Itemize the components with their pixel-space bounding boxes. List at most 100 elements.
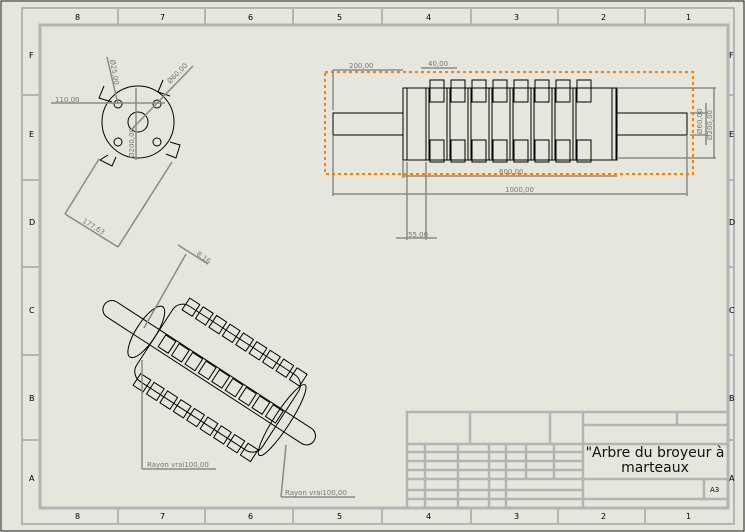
rotor-disc (467, 87, 472, 161)
hammer (534, 139, 550, 163)
hammer (235, 332, 255, 352)
hammer (450, 139, 466, 163)
hammer (170, 342, 190, 363)
hammer (221, 323, 241, 344)
hammer (450, 79, 466, 103)
dim-d-rotor: Ø200,00 (706, 110, 714, 140)
col-label: 7 (160, 512, 165, 521)
row-labels-left: F E D C B A (29, 51, 35, 483)
hammer (429, 139, 445, 163)
row-label: B (29, 394, 35, 403)
col-label: 1 (686, 512, 691, 521)
hammer (184, 351, 204, 372)
dim-radius-2: Rayon vrai100,00 (285, 489, 347, 497)
hammer (132, 372, 152, 393)
rotor-disc (611, 87, 617, 161)
hammer (275, 358, 295, 379)
row-label: D (29, 218, 35, 227)
col-label: 8 (75, 512, 80, 521)
rotor-disc (425, 87, 430, 161)
hammer (181, 297, 201, 318)
rotor-disc (530, 87, 535, 161)
hammer (471, 79, 487, 103)
hammer (157, 334, 177, 354)
rotor-disc (551, 87, 556, 161)
hammer (251, 395, 271, 415)
col-label: 2 (601, 13, 606, 22)
hammer (248, 340, 268, 361)
hammer (145, 381, 165, 402)
dim-radius-1: Rayon vrai100,00 (147, 461, 209, 469)
col-label: 6 (248, 13, 253, 22)
dim-width: 110,00 (55, 96, 80, 104)
hammer (261, 349, 281, 370)
row-label: E (729, 130, 734, 139)
hammer (212, 425, 232, 445)
drawing-title-line2: marteaux (621, 460, 689, 476)
hammer (513, 79, 529, 103)
hammer (534, 79, 550, 103)
hammer (513, 139, 529, 163)
hammer (576, 139, 592, 163)
hammer (199, 416, 219, 437)
row-label: C (29, 306, 35, 315)
col-label: 3 (514, 13, 519, 22)
rotor-disc (572, 87, 577, 161)
hammer (471, 139, 487, 163)
hammer (492, 139, 508, 163)
col-label: 1 (686, 13, 691, 22)
dim-spacing: 55,00 (408, 231, 428, 239)
col-label: 8 (75, 13, 80, 22)
dim-d-flange: Ø200,00 (128, 128, 136, 158)
col-label: 4 (426, 512, 431, 521)
rotor-disc (509, 87, 514, 161)
rotor-disc (488, 87, 493, 161)
hammer (211, 369, 231, 389)
col-label: 6 (248, 512, 253, 521)
col-label: 4 (426, 13, 431, 22)
rotor-disc (446, 87, 451, 161)
dim-rotor: 600,00 (499, 168, 524, 176)
dim-d-shaft: Ø60,00 (696, 108, 704, 134)
dim-shaft-end: 200,00 (349, 62, 374, 70)
sheet-format: A3 (710, 486, 719, 494)
col-label: 3 (514, 512, 519, 521)
rotor-disc (402, 87, 408, 161)
selection-box (324, 71, 694, 175)
hammer (429, 79, 445, 103)
hammer (576, 79, 592, 103)
hammer (555, 139, 571, 163)
col-label: 5 (337, 512, 342, 521)
hammer (208, 314, 228, 335)
row-label: A (729, 474, 735, 483)
row-label: D (729, 218, 735, 227)
row-label: F (729, 51, 734, 60)
hammer (492, 79, 508, 103)
hammer (264, 403, 284, 424)
hammer (186, 407, 206, 428)
row-label: E (29, 130, 34, 139)
title-block: "Arbre du broyeur à marteaux A3 (405, 410, 730, 510)
col-label: 2 (601, 512, 606, 521)
row-label: B (729, 394, 735, 403)
col-label: 7 (160, 13, 165, 22)
row-label: A (29, 474, 35, 483)
hammer (237, 386, 258, 407)
drawing-title-line1: "Arbre du broyeur à (586, 445, 725, 461)
side-view[interactable]: 200,00 40,00 600,00 1000,00 55,00 Ø60,00… (324, 60, 716, 240)
row-labels-right: F E D C B A (729, 51, 735, 483)
hammer (172, 398, 192, 419)
hammer (194, 306, 214, 326)
dim-hammer: 40,00 (428, 60, 448, 68)
col-label: 5 (337, 13, 342, 22)
hammer (197, 360, 217, 381)
column-labels-bottom: 8 7 6 5 4 3 2 1 (75, 512, 691, 521)
hammer (224, 377, 244, 398)
hammer (239, 442, 259, 463)
dim-total: 1000,00 (505, 186, 534, 194)
hammer (226, 433, 246, 454)
zone-ticks (22, 8, 734, 524)
hammer (288, 367, 308, 387)
